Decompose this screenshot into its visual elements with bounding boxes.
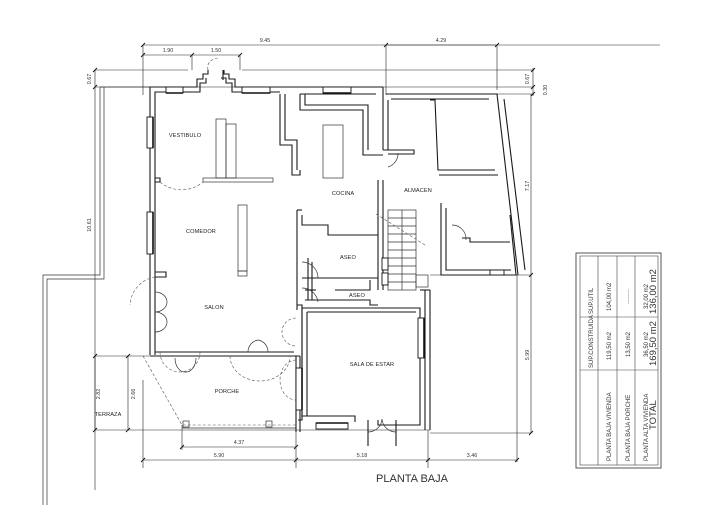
room-label-vestibulo: VESTIBULO (169, 133, 202, 139)
drawing-title: PLANTA BAJA (376, 473, 449, 485)
table-row-construida: 119,50 m2 (607, 331, 613, 360)
dimension-labels: 9.45 1.90 1.50 4.29 0.67 0.67 0.30 10.61… (87, 38, 549, 459)
dim-top-entry: 1.50 (211, 48, 222, 54)
dim-bottom-mid: 5.18 (357, 453, 368, 459)
dim-right-top-offset-1: 0.67 (525, 74, 531, 85)
dim-bottom-left: 5.90 (214, 453, 225, 459)
table-total-util: 136,00 m2 (648, 269, 659, 314)
room-label-comedor: COMEDOR (186, 229, 216, 235)
room-label-aseo-1: ASEO (340, 255, 356, 261)
room-labels: VESTIBULO COMEDOR SALON COCINA ALMACEN A… (95, 133, 432, 418)
dim-porche-height: 2.66 (131, 389, 137, 400)
table-row-label: PLANTA BAJA PORCHE (626, 395, 632, 461)
surface-table: SUP.CONSTRUIDA SUP.UTIL PLANTA BAJA VIVI… (575, 252, 662, 469)
table-row-construida: 13,50 m2 (626, 331, 632, 357)
terrace-boundary (42, 86, 150, 505)
table-row-util: ---------- (626, 289, 631, 304)
staircase (375, 209, 429, 291)
room-label-almacen: ALMACEN (404, 188, 432, 194)
table-row-util: 32,00 m2 (644, 283, 650, 309)
walls (142, 70, 526, 432)
dim-porche-width: 4.37 (234, 440, 245, 446)
dim-right-upper-height: 7.17 (525, 181, 531, 192)
dim-left-top-offset: 0.67 (87, 74, 93, 85)
room-label-aseo-2: ASEO (349, 293, 365, 299)
dim-left-height: 10.61 (87, 218, 93, 232)
doors (129, 57, 467, 446)
room-label-porche: PORCHE (215, 389, 240, 395)
dim-top-total: 9.45 (260, 38, 271, 44)
table-total-label: TOTAL (648, 400, 659, 430)
table-row-construida: 36,50 m2 (644, 331, 650, 357)
room-label-cocina: COCINA (332, 191, 355, 197)
table-row-label: PLANTA ALTA VIVIENDA (644, 394, 650, 461)
dim-bottom-right: 3.46 (467, 453, 478, 459)
table-row-util: 104,00 m2 (607, 282, 613, 311)
dim-right-top-offset-2: 0.30 (543, 85, 549, 96)
table-row-label: PLANTA BAJA VIVIENDA (607, 392, 613, 461)
table-header-util: SUP.UTIL (589, 287, 595, 314)
table-header-construida: SUP.CONSTRUIDA (589, 315, 595, 368)
room-label-sala-de-estar: SALA DE ESTAR (350, 362, 394, 368)
dimension-lines (92, 42, 660, 490)
room-label-terraza: TERRAZA (95, 412, 122, 418)
dim-right-lower-height: 5.99 (525, 350, 531, 361)
table-total-construida: 169,50 m2 (648, 321, 659, 366)
dim-top-right: 4.29 (436, 38, 447, 44)
room-label-salon: SALON (204, 305, 223, 311)
windows (146, 86, 505, 430)
dim-terraza-height: 2.82 (96, 389, 102, 400)
dim-top-left: 1.90 (163, 48, 174, 54)
